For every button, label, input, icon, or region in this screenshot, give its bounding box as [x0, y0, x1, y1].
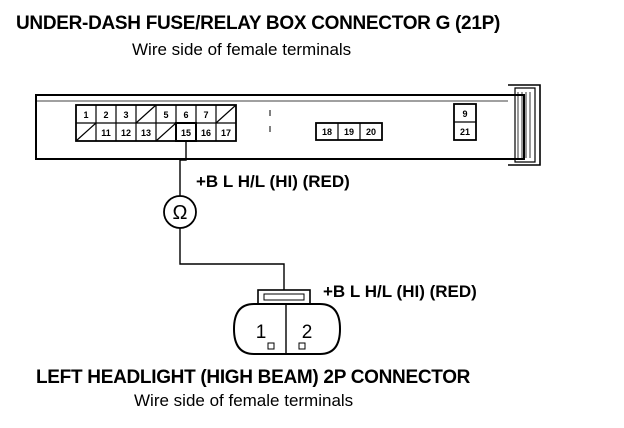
probe-wires: [179, 141, 285, 290]
terminal-13: 13: [141, 128, 151, 138]
terminal-20: 20: [366, 127, 376, 137]
terminal-7: 7: [203, 110, 208, 120]
headlight-connector: 1 2: [232, 289, 342, 355]
terminal-19: 19: [344, 127, 354, 137]
right-terminal-block: 9 21: [453, 103, 477, 141]
wire-label-top: +B L H/L (HI) (RED): [196, 172, 350, 191]
unused-cavity-8: [215, 104, 237, 124]
terminal-15: 15: [181, 128, 191, 138]
terminal-1: 1: [83, 110, 88, 120]
bottom-connector-subtitle: Wire side of female terminals: [134, 391, 354, 410]
unused-cavity-10: [75, 122, 97, 142]
unused-cavity-4: [135, 104, 157, 124]
top-connector-title: UNDER-DASH FUSE/RELAY BOX CONNECTOR G (2…: [16, 13, 500, 34]
ohmmeter-icon: Ω: [163, 195, 197, 229]
terminal-12: 12: [121, 128, 131, 138]
bottom-connector-title: LEFT HEADLIGHT (HIGH BEAM) 2P CONNECTOR: [36, 367, 471, 388]
terminal-11: 11: [101, 128, 111, 138]
unused-cavity-14: [155, 122, 177, 142]
terminal-2: 2: [103, 110, 108, 120]
wire-label-bottom: +B L H/L (HI) (RED): [323, 282, 477, 301]
headlight-terminal-2: 2: [302, 322, 313, 343]
mid-terminal-block: 18 19 20: [315, 122, 383, 141]
terminal-17: 17: [221, 128, 231, 138]
headlight-terminal-1: 1: [256, 322, 267, 343]
terminal-6: 6: [183, 110, 188, 120]
terminal-5: 5: [163, 110, 168, 120]
top-connector-subtitle: Wire side of female terminals: [132, 40, 352, 59]
terminal-21: 21: [460, 127, 470, 137]
main-terminal-block: 1 2 3 5 6 7 11 12 13 15 16 17: [75, 104, 237, 142]
terminal-9: 9: [462, 109, 467, 119]
ohm-symbol: Ω: [173, 202, 188, 224]
terminal-3: 3: [123, 110, 128, 120]
terminal-16: 16: [201, 128, 211, 138]
terminal-18: 18: [322, 127, 332, 137]
